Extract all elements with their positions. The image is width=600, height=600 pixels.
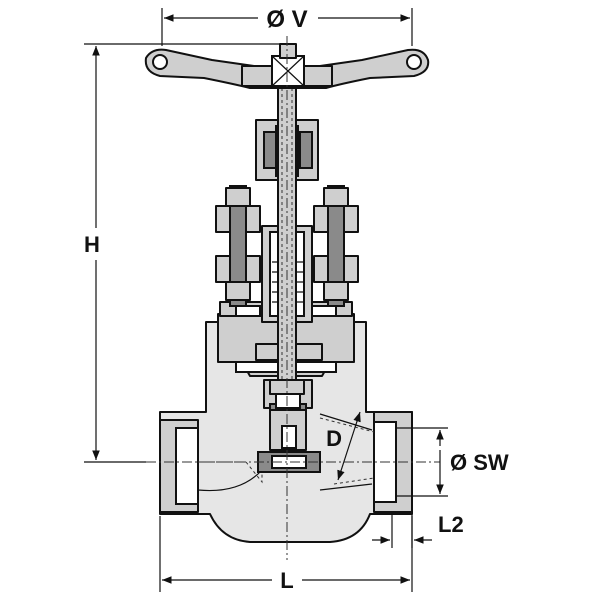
dim-label-handwheel-diameter: Ø V: [266, 6, 307, 33]
dim-label-socket-depth: L2: [438, 512, 464, 537]
dimension-port: D: [326, 411, 361, 481]
dimension-length: L: [159, 516, 413, 593]
dimension-socket-depth: L2: [372, 512, 464, 548]
dim-label-port-diameter: D: [326, 426, 342, 451]
dimension-handwheel: Ø V: [161, 6, 413, 46]
dimension-socket-weld: Ø SW: [396, 427, 509, 497]
dim-label-height: H: [84, 232, 100, 257]
dim-label-socket-weld-diameter: Ø SW: [450, 450, 509, 475]
center-lines: [146, 36, 440, 560]
dimension-height: H: [84, 43, 286, 463]
handwheel-nut: [279, 43, 297, 59]
dim-label-length: L: [280, 568, 293, 593]
